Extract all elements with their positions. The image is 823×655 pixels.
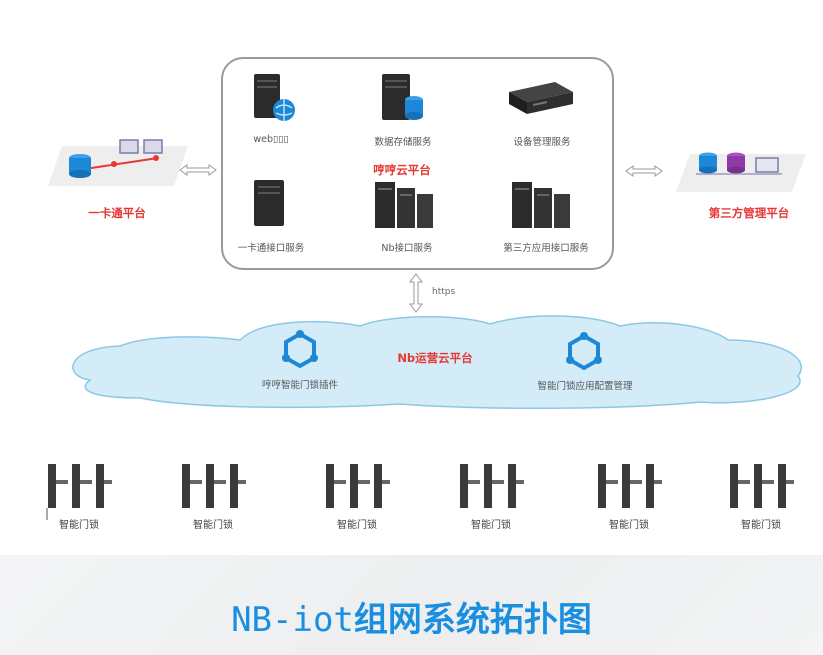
vertical-double-arrow-icon xyxy=(409,273,423,313)
network-hub-icon xyxy=(282,330,318,369)
lock-label: 智能门锁 xyxy=(741,520,781,531)
lock-label: 智能门锁 xyxy=(59,520,99,531)
nb-cloud-title: Nb运营云平台 xyxy=(397,351,473,365)
third-party-platform-icon xyxy=(676,152,806,192)
smart-lock-icon xyxy=(598,464,662,508)
server-rack-icon xyxy=(512,182,570,228)
card-platform-icon xyxy=(48,139,188,186)
lock-label: 智能门锁 xyxy=(471,520,511,531)
card-platform-label: 一卡通平台 xyxy=(88,206,146,220)
caption-latin: NB-iot xyxy=(231,600,354,640)
lock-label: 智能门锁 xyxy=(337,520,377,531)
service-label-third-party-interface: 第三方应用接口服务 xyxy=(503,243,589,254)
lock-config-label: 智能门锁应用配置管理 xyxy=(537,381,633,392)
lock-plugin-label: 哼哼智能门锁插件 xyxy=(261,380,338,391)
smart-lock-icon xyxy=(182,464,246,508)
database-server-icon xyxy=(382,74,423,120)
smart-lock-icon xyxy=(46,464,112,520)
network-hub-icon xyxy=(566,332,602,371)
tower-server-icon xyxy=(254,180,284,226)
caption-band xyxy=(0,555,823,655)
caption-title: NB-iot组网系统拓扑图 xyxy=(0,598,823,642)
platform-title: 哼哼云平台 xyxy=(373,163,431,177)
service-label-device-mgmt: 设备管理服务 xyxy=(513,137,571,148)
device-server-icon xyxy=(509,82,573,114)
smart-lock-icon xyxy=(460,464,524,508)
lock-label: 智能门锁 xyxy=(193,520,233,531)
double-arrow-icon xyxy=(625,165,663,177)
caption-cjk: 组网系统拓扑图 xyxy=(353,600,592,640)
service-label-nb-interface: Nb接口服务 xyxy=(381,243,433,254)
lock-label: 智能门锁 xyxy=(609,520,649,531)
https-label: https xyxy=(432,287,456,297)
service-label-web: web▯▯▯ xyxy=(253,134,289,145)
service-label-storage: 数据存储服务 xyxy=(374,137,432,148)
smart-lock-icon xyxy=(730,464,794,508)
web-server-icon xyxy=(254,74,295,121)
server-rack-icon xyxy=(375,182,433,228)
third-party-platform-label: 第三方管理平台 xyxy=(708,206,790,220)
service-label-card-interface: 一卡通接口服务 xyxy=(237,243,305,254)
nb-cloud-shape xyxy=(72,315,802,410)
smart-lock-icon xyxy=(326,464,390,508)
double-arrow-icon xyxy=(179,164,217,176)
